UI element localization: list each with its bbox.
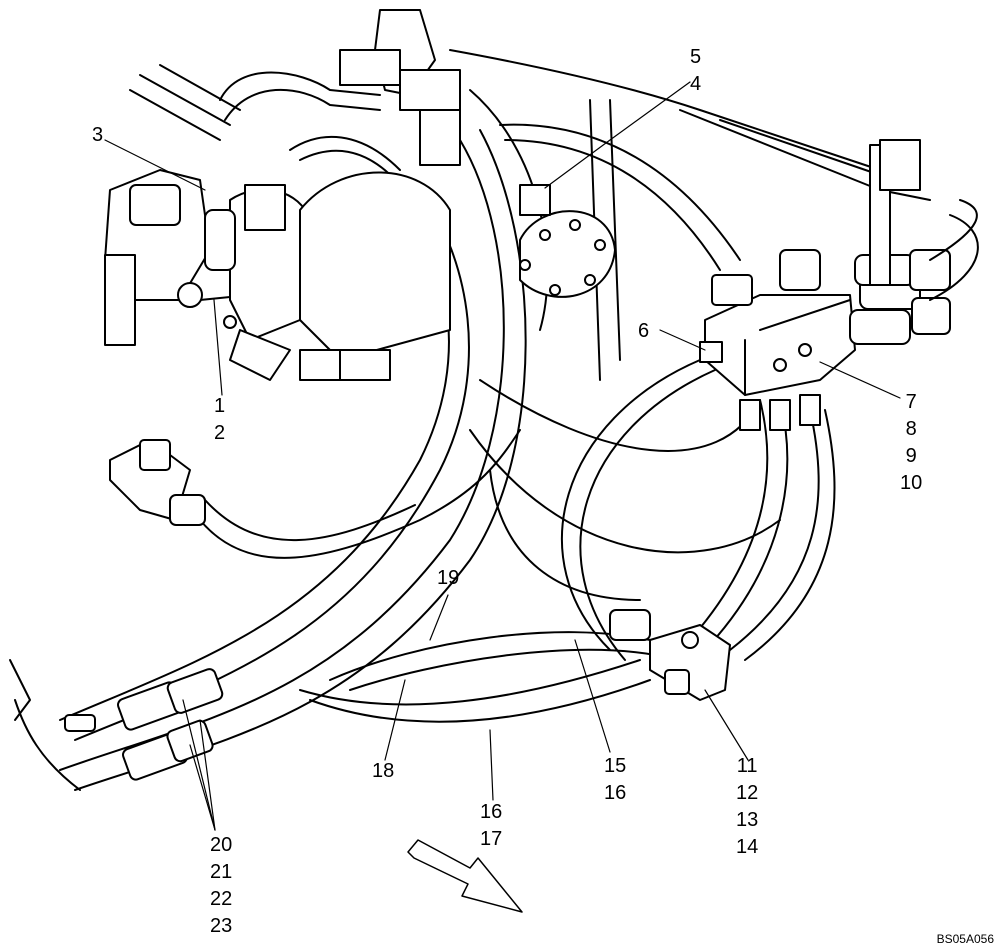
callout-1-2: 1 2 [214,395,226,444]
hose-end-fittings [64,668,224,781]
control-valve-block [699,249,856,431]
callout-15-16: 15 16 [604,755,627,804]
direction-arrow-icon [407,839,523,913]
motor-flange [519,184,616,298]
leader-lines [104,81,901,831]
callout-18: 18 [372,760,395,782]
elbow-fitting-left [109,439,206,526]
callout-16-17: 16 17 [480,801,503,850]
callout-19: 19 [437,567,460,589]
pump-assembly-left [104,169,311,381]
callout-5-4: 5 4 [690,46,702,95]
callout-6: 6 [638,320,650,342]
drawing-reference-code: BS05A056 [936,932,994,946]
callout-7-10: 7 8 9 10 [900,391,923,494]
callout-3: 3 [92,124,104,146]
callout-11-14: 11 12 13 14 [736,755,759,858]
callout-20-23: 20 21 22 23 [210,834,233,937]
pump-assembly-center [299,9,461,381]
manifold-block-lower [609,609,731,701]
valve-right-fittings [849,139,979,345]
